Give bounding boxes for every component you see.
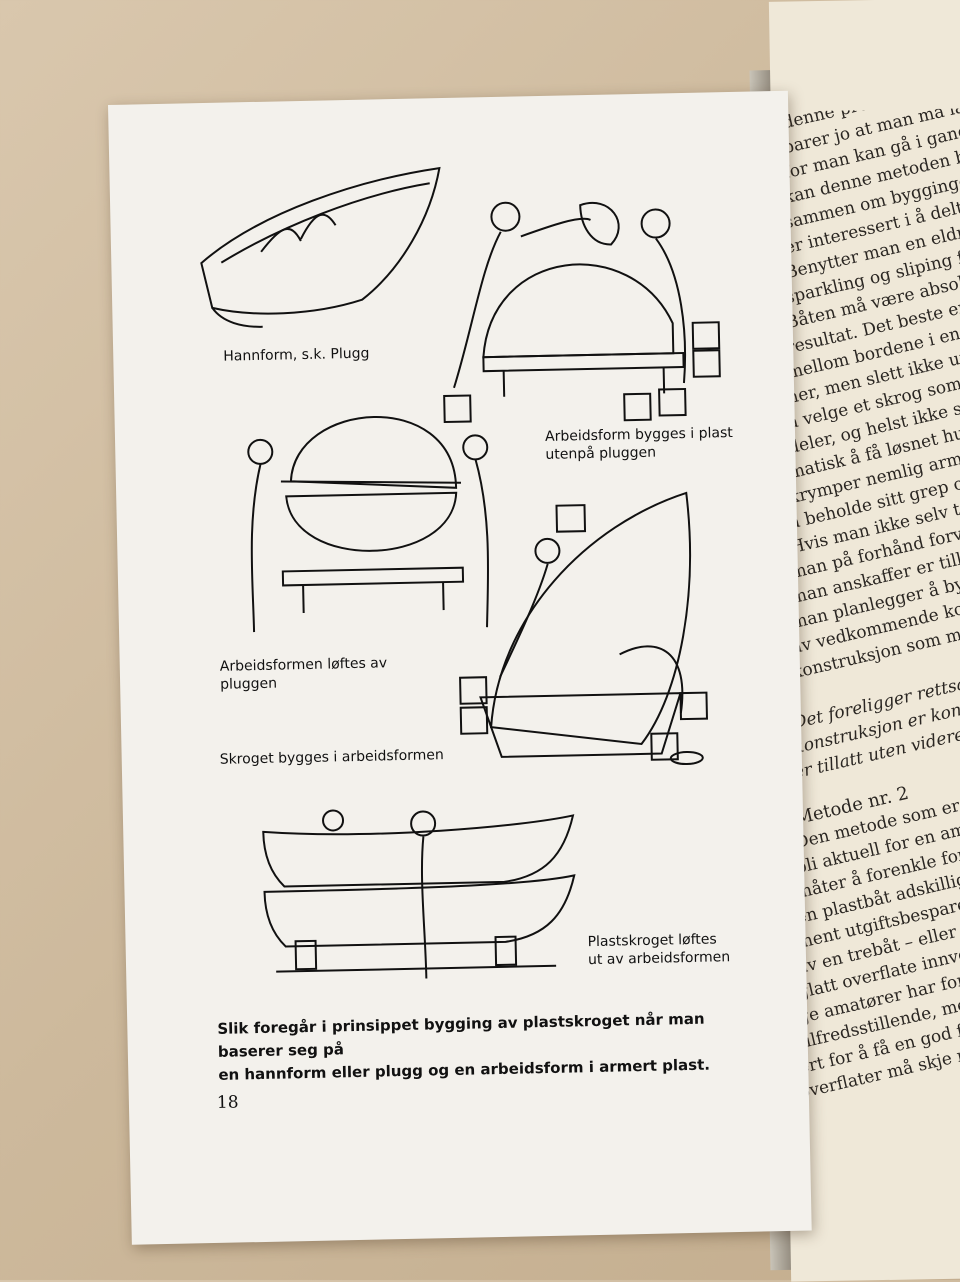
form-lifted-drawing <box>247 416 490 633</box>
caption-work-form: Arbeidsform bygges i plast utenpå plugge… <box>545 424 733 464</box>
workers-building-form-drawing <box>443 201 721 424</box>
caption-form-lifted-line1: Arbeidsformen løftes av <box>219 655 388 675</box>
summary-paragraph: Slik foregår i prinsippet bygging av pla… <box>217 1007 758 1087</box>
boat-building-illustrations <box>200 166 721 979</box>
caption-form-lifted-line2: pluggen <box>219 675 278 693</box>
caption-plug: Hannform, s.k. Plugg <box>223 345 370 365</box>
right-page-text: denne produksjonsmåten kostbarbarer jo a… <box>783 108 960 1106</box>
hull-lifted-drawing <box>262 809 576 979</box>
plug-boat-drawing <box>200 166 441 328</box>
caption-form-lifted: Arbeidsformen løftes av pluggen <box>220 654 388 693</box>
hull-in-form-drawing <box>459 491 709 766</box>
caption-hull-lifted: Plastskroget løftes ut av arbeidsformen <box>587 930 730 969</box>
page-number: 18 <box>216 1092 239 1113</box>
left-page: Hannform, s.k. Plugg Arbeidsform bygges … <box>108 90 812 1245</box>
caption-hull-lifted-line2: ut av arbeidsformen <box>587 949 731 969</box>
